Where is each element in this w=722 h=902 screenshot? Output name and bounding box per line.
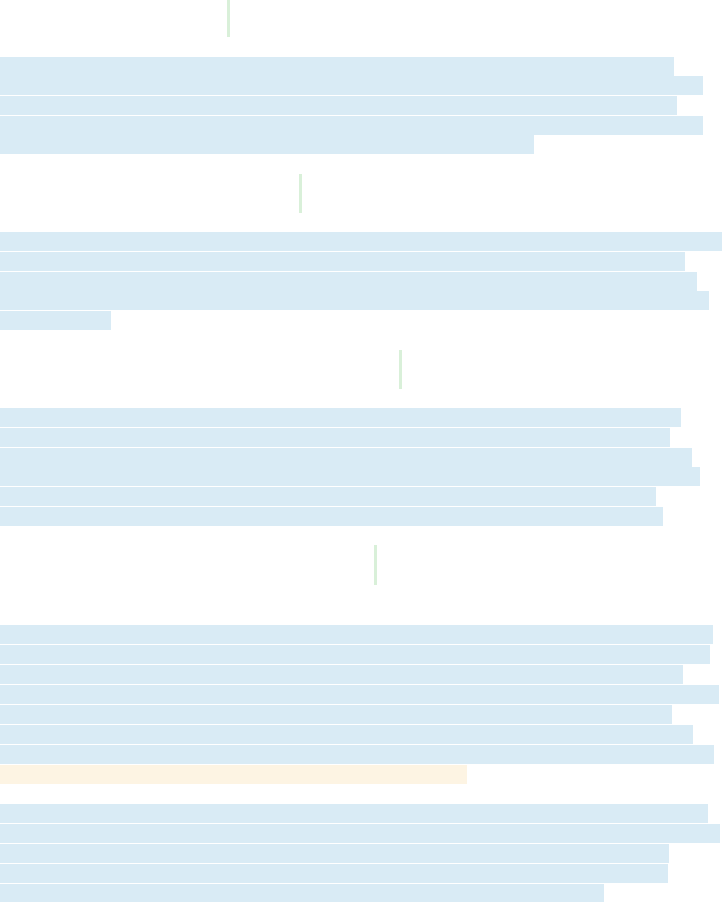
text-line (0, 884, 604, 902)
text-line (0, 57, 674, 76)
text-line (0, 507, 663, 526)
text-line (0, 116, 703, 135)
text-line (0, 135, 534, 154)
text-line (0, 272, 697, 291)
text-line (0, 252, 685, 271)
text-cursor-marker (227, 0, 230, 37)
text-line (0, 645, 710, 664)
text-line (0, 685, 719, 704)
text-line (0, 232, 722, 251)
highlighted-text-line (0, 765, 467, 784)
text-line (0, 291, 709, 310)
text-line (0, 844, 669, 863)
text-line (0, 824, 720, 843)
text-line (0, 311, 111, 330)
text-line (0, 625, 713, 644)
text-line (0, 467, 700, 486)
text-line (0, 705, 672, 724)
text-line (0, 448, 692, 467)
text-cursor-marker (399, 350, 402, 389)
text-line (0, 428, 670, 447)
text-line (0, 76, 703, 95)
text-line (0, 725, 693, 744)
text-line (0, 408, 681, 427)
text-line (0, 96, 677, 115)
text-line (0, 665, 683, 684)
text-cursor-marker (374, 545, 377, 585)
text-line (0, 804, 708, 823)
text-line (0, 864, 668, 883)
text-cursor-marker (299, 174, 302, 213)
text-line (0, 487, 656, 506)
text-line (0, 745, 714, 764)
